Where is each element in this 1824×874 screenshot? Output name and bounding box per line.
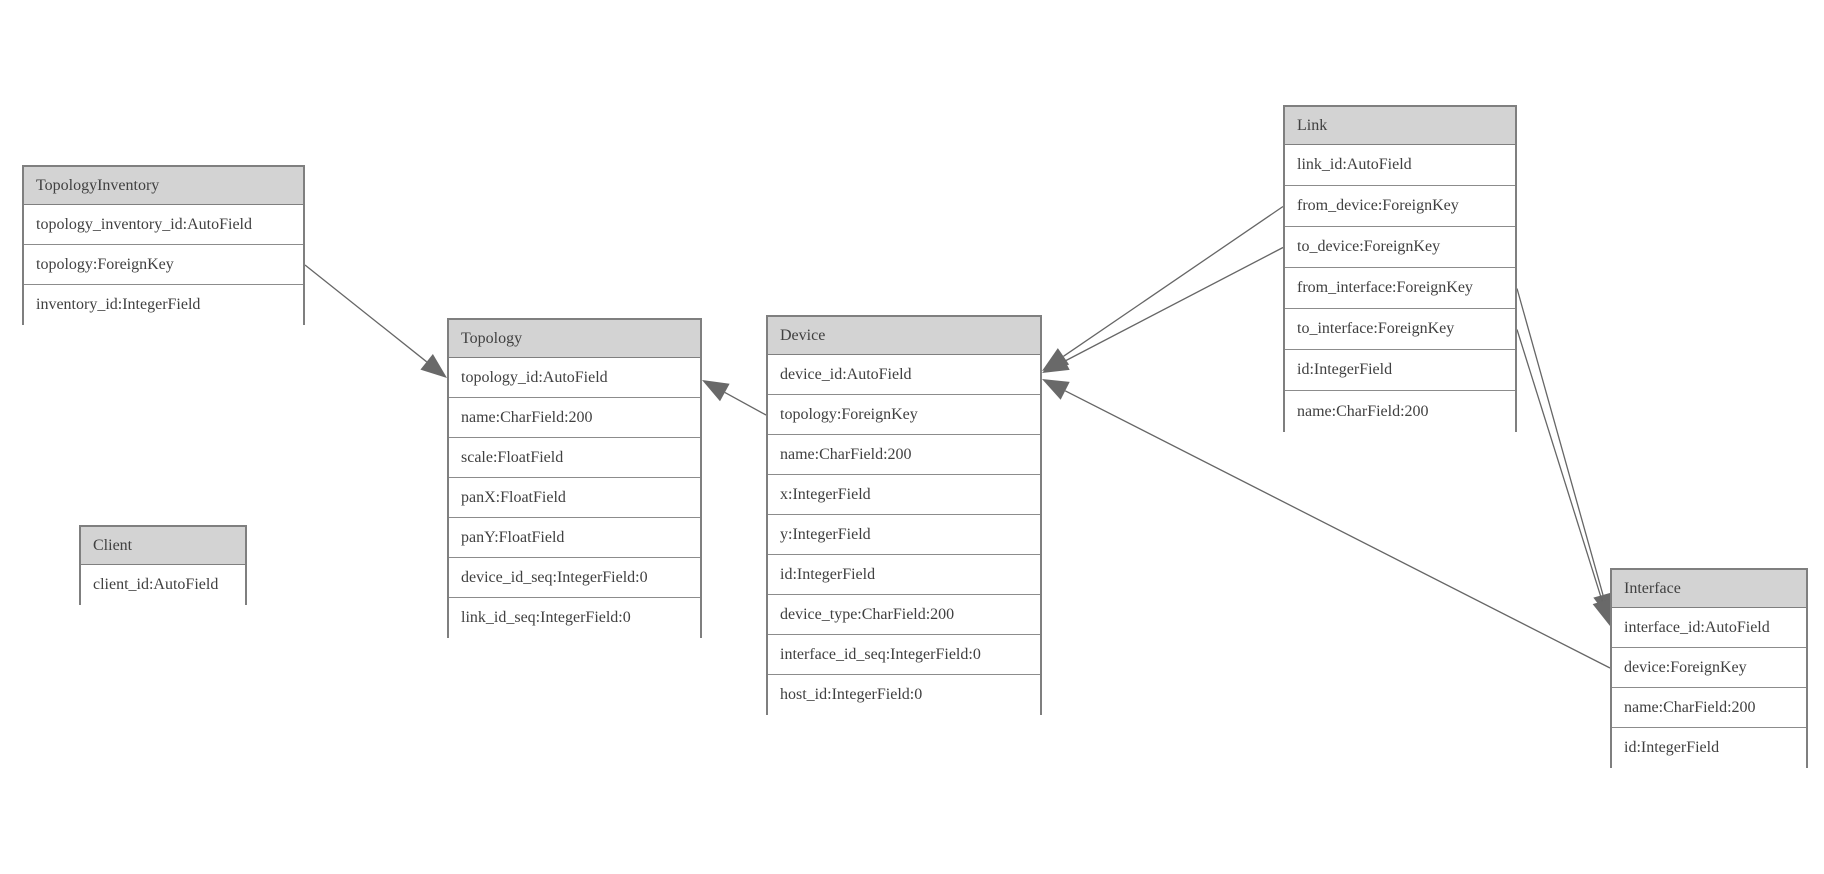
- entity-field-row: to_interface:ForeignKey: [1285, 309, 1515, 350]
- entity-field-row: topology_id:AutoField: [449, 358, 700, 398]
- entity-field-row: interface_id_seq:IntegerField:0: [768, 635, 1040, 675]
- relationship-line: [1064, 390, 1611, 669]
- entity-field-row: link_id:AutoField: [1285, 145, 1515, 186]
- arrowhead-icon: [420, 353, 447, 378]
- entity-field-row: id:IntegerField: [1612, 728, 1806, 768]
- entity-field-row: to_device:ForeignKey: [1285, 227, 1515, 268]
- relationship-line: [1516, 329, 1603, 602]
- relationship-line: [1064, 246, 1284, 362]
- entity-field-row: interface_id:AutoField: [1612, 608, 1806, 648]
- arrowhead-icon: [702, 380, 730, 402]
- entity-field-row: id:IntegerField: [1285, 350, 1515, 391]
- entity-field-row: device_type:CharField:200: [768, 595, 1040, 635]
- entity-field-row: panX:FloatField: [449, 478, 700, 518]
- entity-title: Interface: [1612, 570, 1806, 608]
- entity-field-row: inventory_id:IntegerField: [24, 285, 303, 325]
- arrowhead-icon: [1042, 379, 1070, 400]
- entity-title: TopologyInventory: [24, 167, 303, 205]
- entity-title: Client: [81, 527, 245, 565]
- entity-field-row: scale:FloatField: [449, 438, 700, 478]
- entity-field-row: name:CharField:200: [449, 398, 700, 438]
- entity-field-row: name:CharField:200: [1612, 688, 1806, 728]
- relationship-line: [1063, 205, 1284, 357]
- entity-field-row: from_device:ForeignKey: [1285, 186, 1515, 227]
- entity-field-row: topology:ForeignKey: [24, 245, 303, 285]
- entity-field-row: device_id:AutoField: [768, 355, 1040, 395]
- arrowhead-icon: [1592, 598, 1612, 626]
- entity-field-row: name:CharField:200: [1285, 391, 1515, 432]
- entity-field-row: host_id:IntegerField:0: [768, 675, 1040, 715]
- entity-field-row: topology_inventory_id:AutoField: [24, 205, 303, 245]
- arrowhead-icon: [1042, 352, 1070, 373]
- entity-field-row: id:IntegerField: [768, 555, 1040, 595]
- entity-field-row: topology:ForeignKey: [768, 395, 1040, 435]
- entity-title: Link: [1285, 107, 1515, 145]
- entity-field-row: y:IntegerField: [768, 515, 1040, 555]
- relationship-line: [724, 391, 767, 416]
- entity-field-row: name:CharField:200: [768, 435, 1040, 475]
- entity-field-row: x:IntegerField: [768, 475, 1040, 515]
- entity-title: Topology: [449, 320, 700, 358]
- entity-field-row: from_interface:ForeignKey: [1285, 268, 1515, 309]
- entity-field-row: device_id_seq:IntegerField:0: [449, 558, 700, 598]
- relationship-line: [1516, 288, 1604, 596]
- relationship-line: [304, 264, 428, 363]
- entity-field-row: client_id:AutoField: [81, 565, 245, 605]
- entity-field-row: device:ForeignKey: [1612, 648, 1806, 688]
- entity-title: Device: [768, 317, 1040, 355]
- entity-field-row: link_id_seq:IntegerField:0: [449, 598, 700, 638]
- entity-field-row: panY:FloatField: [449, 518, 700, 558]
